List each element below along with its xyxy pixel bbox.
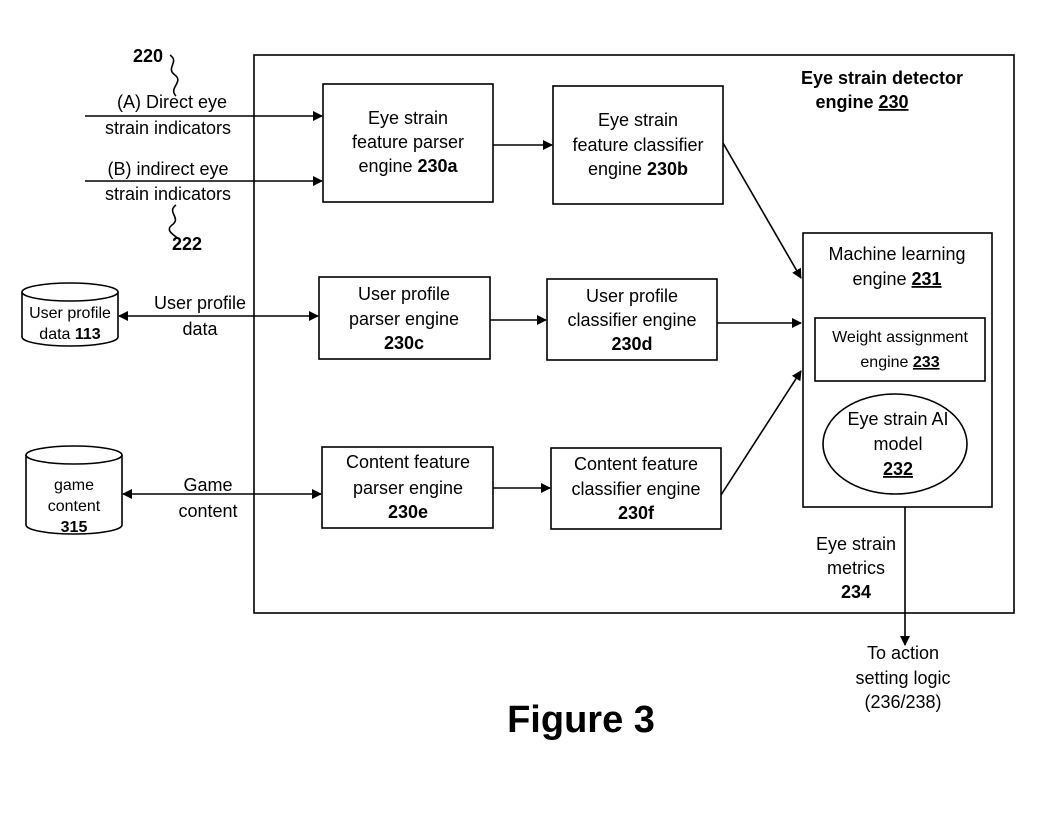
action-line1: To action [867, 643, 939, 663]
action-line2: setting logic [855, 668, 950, 688]
arrow-230f-to-ml [720, 370, 802, 496]
metrics-line2: metrics [827, 558, 885, 578]
ml-line1: Machine learning [828, 244, 965, 264]
box-230e-line1: Content feature [346, 452, 470, 472]
feature-parser-engine-box [322, 83, 494, 203]
box-230d-line2: classifier engine [567, 310, 696, 330]
input-a-label-1: (A) Direct eye [117, 92, 227, 112]
box-230e-line2: parser engine [353, 478, 463, 498]
box-230b-line2: feature classifier [572, 135, 703, 155]
user-profile-parser-engine-box [318, 276, 491, 360]
input-b-label-2: strain indicators [105, 184, 231, 204]
user-profile-classifier-engine-box [546, 278, 718, 361]
content-feature-classifier-engine-box [550, 447, 722, 530]
db-game-content-line1: game [54, 477, 94, 494]
db-game-content-line2: content [48, 498, 101, 515]
game-content-label-1: Game [183, 475, 232, 495]
box-230f-line2: classifier engine [571, 479, 700, 499]
content-feature-parser-engine-box [321, 446, 494, 529]
ref-220-squiggle [169, 54, 179, 97]
feature-classifier-engine-box [552, 85, 724, 205]
ref-222: 222 [172, 234, 202, 254]
weight-line2: engine 233 [860, 354, 939, 371]
figure-title: Figure 3 [507, 699, 655, 741]
box-230b-line1: Eye strain [598, 110, 678, 130]
weight-assignment-engine-box [814, 317, 986, 382]
db-user-profile-line2: data 113 [39, 326, 101, 343]
box-230a-line2: feature parser [352, 132, 464, 152]
box-230e-ref: 230e [388, 502, 428, 522]
arrow-230b-to-ml [722, 142, 802, 279]
game-content-label-2: content [178, 501, 237, 521]
box-230d-ref: 230d [611, 334, 652, 354]
metrics-ref: 234 [841, 582, 871, 602]
user-profile-data-label-1: User profile [154, 293, 246, 313]
input-b-label-1: (B) indirect eye [107, 159, 228, 179]
metrics-line1: Eye strain [816, 534, 896, 554]
ref-222-squiggle [168, 204, 181, 241]
model-ref: 232 [883, 459, 913, 479]
db-user-profile-line1: User profile [29, 305, 111, 322]
box-230a-line3: engine 230a [358, 156, 458, 176]
box-230a-line1: Eye strain [368, 108, 448, 128]
box-230f-ref: 230f [618, 503, 655, 523]
model-line2: model [873, 434, 922, 454]
user-profile-data-label-2: data [182, 319, 218, 339]
db-game-content-ref: 315 [61, 519, 88, 536]
detector-title-line2: engine 230 [815, 92, 908, 112]
weight-line1: Weight assignment [832, 329, 968, 346]
box-230c-ref: 230c [384, 333, 424, 353]
ref-220: 220 [133, 46, 163, 66]
user-profile-database: User profile data 113 [21, 282, 119, 347]
box-230c-line2: parser engine [349, 309, 459, 329]
eye-strain-ai-model-ellipse [822, 393, 968, 495]
game-content-database: game content 315 [25, 445, 123, 536]
model-line1: Eye strain AI [847, 409, 948, 429]
box-230b-line3: engine 230b [588, 159, 688, 179]
box-230c-line1: User profile [358, 284, 450, 304]
action-line3: (236/238) [864, 692, 941, 712]
detector-title: Eye strain detector [801, 68, 963, 88]
box-230d-line1: User profile [586, 286, 678, 306]
box-230f-line1: Content feature [574, 454, 698, 474]
ml-line2: engine 231 [852, 269, 941, 289]
input-a-label-2: strain indicators [105, 118, 231, 138]
